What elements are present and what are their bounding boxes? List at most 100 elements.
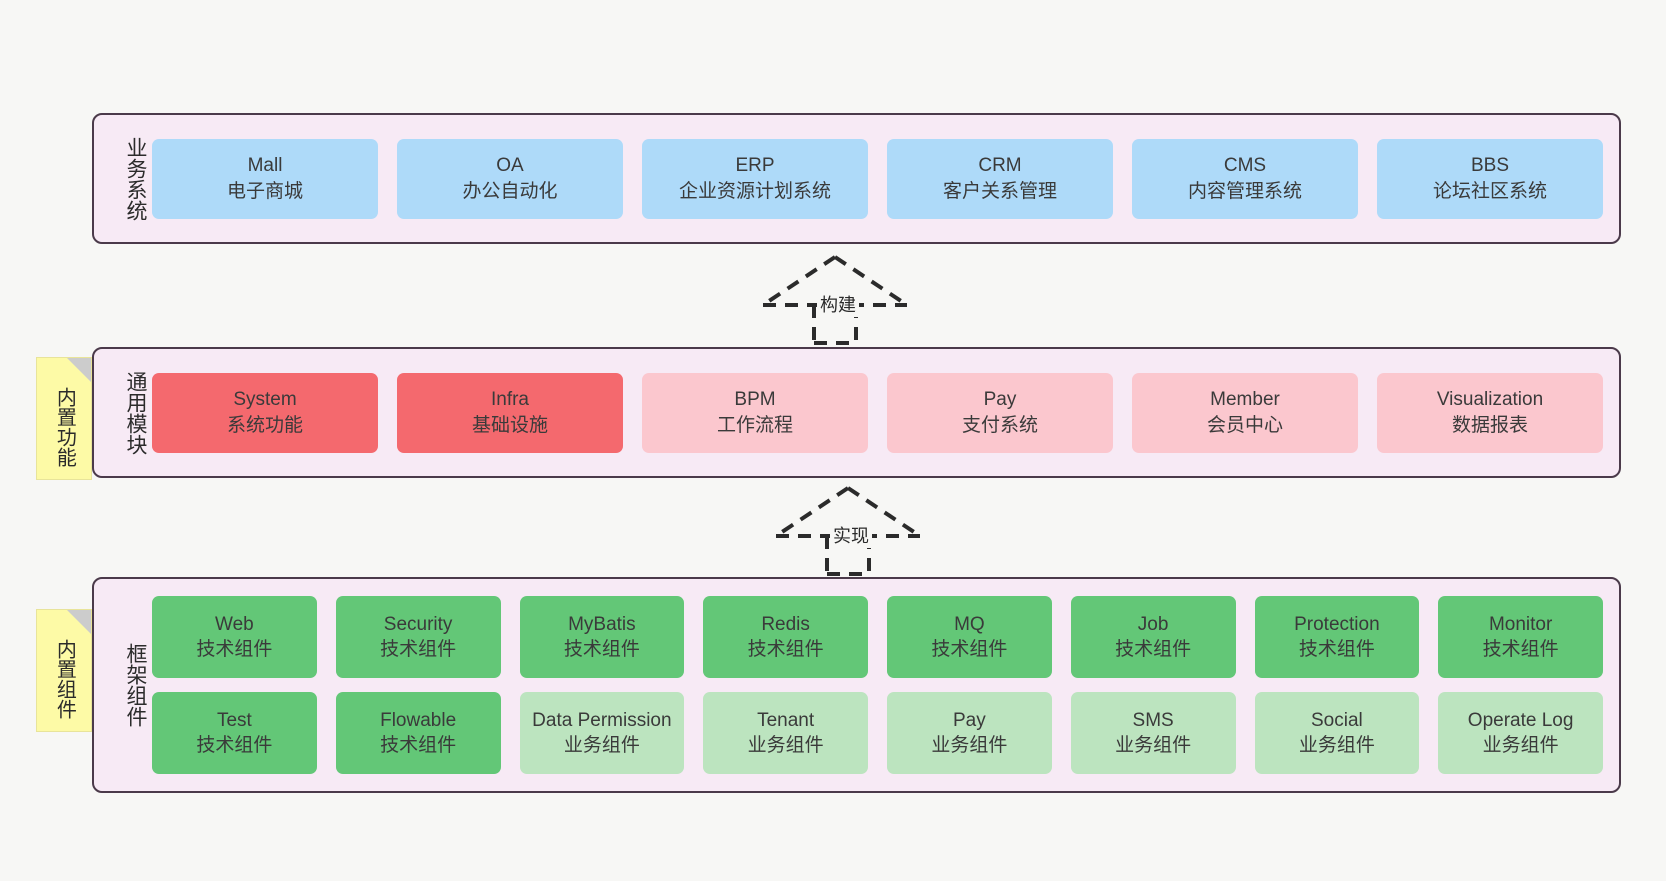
node-title: Member [1210, 389, 1280, 411]
node-title: BBS [1470, 155, 1510, 177]
node-subtitle: 技术组件 [1298, 639, 1375, 660]
node-erp[interactable]: ERP 企业资源计划系统 [642, 138, 868, 219]
note-label: 内置组件 [53, 638, 76, 719]
node-subtitle: 工作流程 [716, 414, 793, 436]
node-pay-business[interactable]: Pay 业务组件 [887, 692, 1052, 774]
node-system[interactable]: System 系统功能 [152, 372, 378, 453]
note-builtin-component: 内置组件 [36, 609, 92, 732]
note-fold-icon [67, 358, 91, 382]
node-title: Web [215, 613, 254, 635]
node-oa[interactable]: OA 办公自动化 [397, 138, 623, 219]
node-subtitle: 业务组件 [1482, 735, 1559, 756]
node-title: System [233, 389, 297, 411]
node-title: Infra [490, 389, 530, 411]
node-subtitle: 基础设施 [471, 414, 548, 436]
node-subtitle: 技术组件 [196, 639, 273, 660]
node-mybatis[interactable]: MyBatis 技术组件 [519, 596, 685, 678]
node-title: Security [383, 613, 453, 635]
layer-title-framework: 框架组件 [124, 643, 147, 727]
node-crm[interactable]: CRM 客户关系管理 [887, 138, 1113, 219]
node-subtitle: 技术组件 [1115, 639, 1192, 660]
cell-row: Test 技术组件 Flowable 技术组件 Data Permission … [152, 692, 1603, 774]
node-subtitle: 技术组件 [380, 639, 457, 660]
cell-row: Web 技术组件 Security 技术组件 MyBatis 技术组件 Redi… [152, 596, 1603, 678]
node-redis[interactable]: Redis 技术组件 [703, 596, 868, 678]
layer-cells-business: Mall 电子商城 OA 办公自动化 ERP 企业资源计划系统 CRM 客户关系… [148, 115, 1619, 242]
node-subtitle: 客户关系管理 [942, 180, 1057, 202]
node-subtitle: 技术组件 [563, 639, 640, 660]
node-title: Operate Log [1467, 709, 1574, 731]
node-member[interactable]: Member 会员中心 [1132, 372, 1358, 453]
note-builtin-function: 内置功能 [36, 357, 92, 480]
node-subtitle: 论坛社区系统 [1432, 180, 1547, 202]
note-label: 内置功能 [53, 386, 76, 467]
node-subtitle: 内容管理系统 [1187, 180, 1302, 202]
connector-label-implement: 实现 [830, 522, 872, 548]
cell-row: System 系统功能 Infra 基础设施 BPM 工作流程 Pay 支付系统… [152, 372, 1603, 453]
node-subtitle: 技术组件 [380, 735, 457, 756]
node-subtitle: 业务组件 [1298, 735, 1375, 756]
node-title: Social [1311, 709, 1363, 731]
node-security[interactable]: Security 技术组件 [335, 596, 501, 678]
node-social[interactable]: Social 业务组件 [1254, 692, 1420, 774]
node-subtitle: 技术组件 [931, 639, 1008, 660]
node-data-permission[interactable]: Data Permission 业务组件 [519, 692, 685, 774]
node-tenant[interactable]: Tenant 业务组件 [703, 692, 868, 774]
node-title: Flowable [380, 709, 457, 731]
node-web[interactable]: Web 技术组件 [152, 596, 317, 678]
node-title: Mall [247, 155, 283, 177]
node-mq[interactable]: MQ 技术组件 [887, 596, 1052, 678]
node-subtitle: 支付系统 [961, 414, 1038, 436]
node-subtitle: 电子商城 [226, 180, 303, 202]
connector-implement: 实现 [768, 484, 928, 576]
node-title: Tenant [757, 709, 815, 731]
node-title: OA [496, 155, 524, 177]
node-monitor[interactable]: Monitor 技术组件 [1438, 596, 1603, 678]
node-title: Pay [953, 709, 986, 731]
node-title: ERP [735, 155, 775, 177]
node-title: Job [1137, 613, 1169, 635]
node-pay[interactable]: Pay 支付系统 [887, 372, 1113, 453]
layer-common-module: 通用模块 System 系统功能 Infra 基础设施 BPM 工作流程 Pay… [92, 347, 1621, 478]
node-bpm[interactable]: BPM 工作流程 [642, 372, 868, 453]
node-test[interactable]: Test 技术组件 [152, 692, 317, 774]
node-cms[interactable]: CMS 内容管理系统 [1132, 138, 1358, 219]
node-title: MyBatis [568, 613, 636, 635]
node-title: MQ [954, 613, 985, 635]
node-subtitle: 技术组件 [196, 735, 273, 756]
node-title: Data Permission [532, 709, 672, 731]
node-visualization[interactable]: Visualization 数据报表 [1377, 372, 1603, 453]
node-mall[interactable]: Mall 电子商城 [152, 138, 378, 219]
layer-title-business: 业务系统 [124, 136, 147, 221]
layer-business-system: 业务系统 Mall 电子商城 OA 办公自动化 ERP 企业资源计划系统 CRM… [92, 113, 1621, 244]
node-title: SMS [1132, 709, 1174, 731]
layer-cells-framework: Web 技术组件 Security 技术组件 MyBatis 技术组件 Redi… [148, 579, 1619, 791]
node-subtitle: 会员中心 [1206, 414, 1283, 436]
node-subtitle: 技术组件 [1482, 639, 1559, 660]
node-title: BPM [734, 389, 776, 411]
node-flowable[interactable]: Flowable 技术组件 [335, 692, 501, 774]
node-job[interactable]: Job 技术组件 [1070, 596, 1236, 678]
node-operate-log[interactable]: Operate Log 业务组件 [1438, 692, 1603, 774]
node-subtitle: 企业资源计划系统 [678, 180, 831, 202]
node-title: Test [216, 709, 252, 731]
node-title: CRM [978, 155, 1022, 177]
node-subtitle: 业务组件 [1115, 735, 1192, 756]
node-sms[interactable]: SMS 业务组件 [1070, 692, 1236, 774]
connector-label-build: 构建 [817, 291, 859, 317]
node-subtitle: 业务组件 [563, 735, 640, 756]
node-subtitle: 办公自动化 [462, 180, 558, 202]
node-title: CMS [1223, 155, 1267, 177]
node-protection[interactable]: Protection 技术组件 [1254, 596, 1420, 678]
layer-framework-component: 框架组件 Web 技术组件 Security 技术组件 MyBatis 技术组件… [92, 577, 1621, 793]
node-subtitle: 系统功能 [226, 414, 303, 436]
node-title: Protection [1294, 613, 1380, 635]
layer-title-common: 通用模块 [124, 370, 147, 455]
node-title: Monitor [1488, 613, 1553, 635]
note-fold-icon [67, 610, 91, 634]
node-bbs[interactable]: BBS 论坛社区系统 [1377, 138, 1603, 219]
cell-row: Mall 电子商城 OA 办公自动化 ERP 企业资源计划系统 CRM 客户关系… [152, 138, 1603, 219]
node-infra[interactable]: Infra 基础设施 [397, 372, 623, 453]
node-title: Redis [761, 613, 810, 635]
